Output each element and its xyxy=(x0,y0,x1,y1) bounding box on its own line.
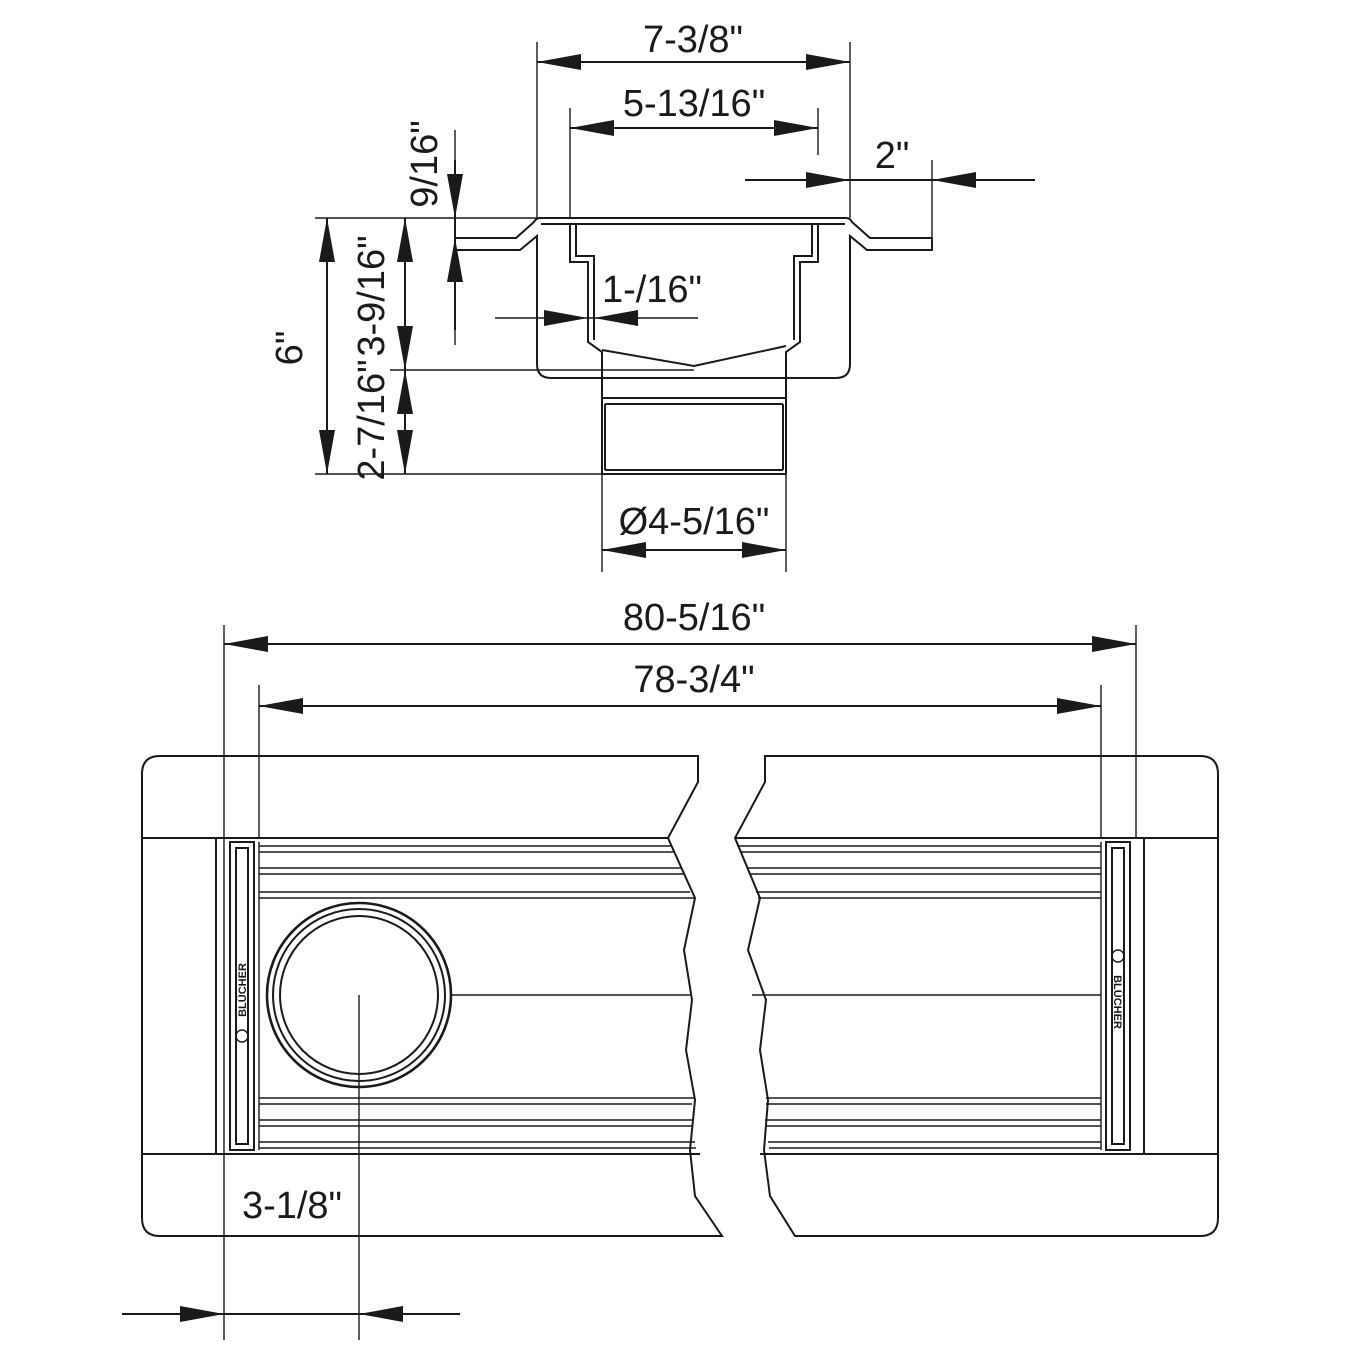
dim-outlet-diameter: Ø4-5/16" xyxy=(619,501,770,543)
inner-channel xyxy=(569,224,819,475)
end-plate-right xyxy=(1105,841,1131,1151)
dim-outlet-offset: 3-1/8" xyxy=(242,1185,342,1227)
channel-ribs-left xyxy=(258,842,696,1150)
logo-left-text: BLÜCHER xyxy=(236,963,249,1017)
grate-plate xyxy=(540,217,846,225)
channel-ribs-right xyxy=(738,842,1102,1150)
dim-channel-width: 5-13/16" xyxy=(623,83,765,125)
section-view: 7-3/8" 5-13/16" 2" 1-/16" Ø4-5/16" 9/16"… xyxy=(269,19,1035,572)
logo-right-text: BLÜCHER xyxy=(1111,975,1124,1029)
frame-right xyxy=(733,755,1219,1237)
dim-overall-length: 80-5/16" xyxy=(623,597,765,639)
dim-flange-width: 7-3/8" xyxy=(643,19,743,61)
outlet-tube xyxy=(602,397,786,471)
dim-wall-offset: 1-/16" xyxy=(602,269,702,311)
logo-right: BLÜCHER xyxy=(1111,949,1125,1029)
frame-left xyxy=(141,755,724,1237)
end-plate-left xyxy=(229,841,255,1151)
dim-outlet-height: 2-7/16" xyxy=(351,359,393,480)
dim-flange-height: 9/16" xyxy=(404,120,446,207)
logo-left: BLÜCHER xyxy=(235,963,249,1043)
dim-body-height: 3-9/16" xyxy=(351,235,393,356)
sloped-bottom xyxy=(601,345,787,368)
dim-flange-overhang: 2" xyxy=(875,135,910,177)
dim-channel-length: 78-3/4" xyxy=(633,659,754,701)
plan-view: 80-5/16" 78-3/4" xyxy=(122,597,1219,1340)
dim-total-height: 6" xyxy=(269,331,311,366)
